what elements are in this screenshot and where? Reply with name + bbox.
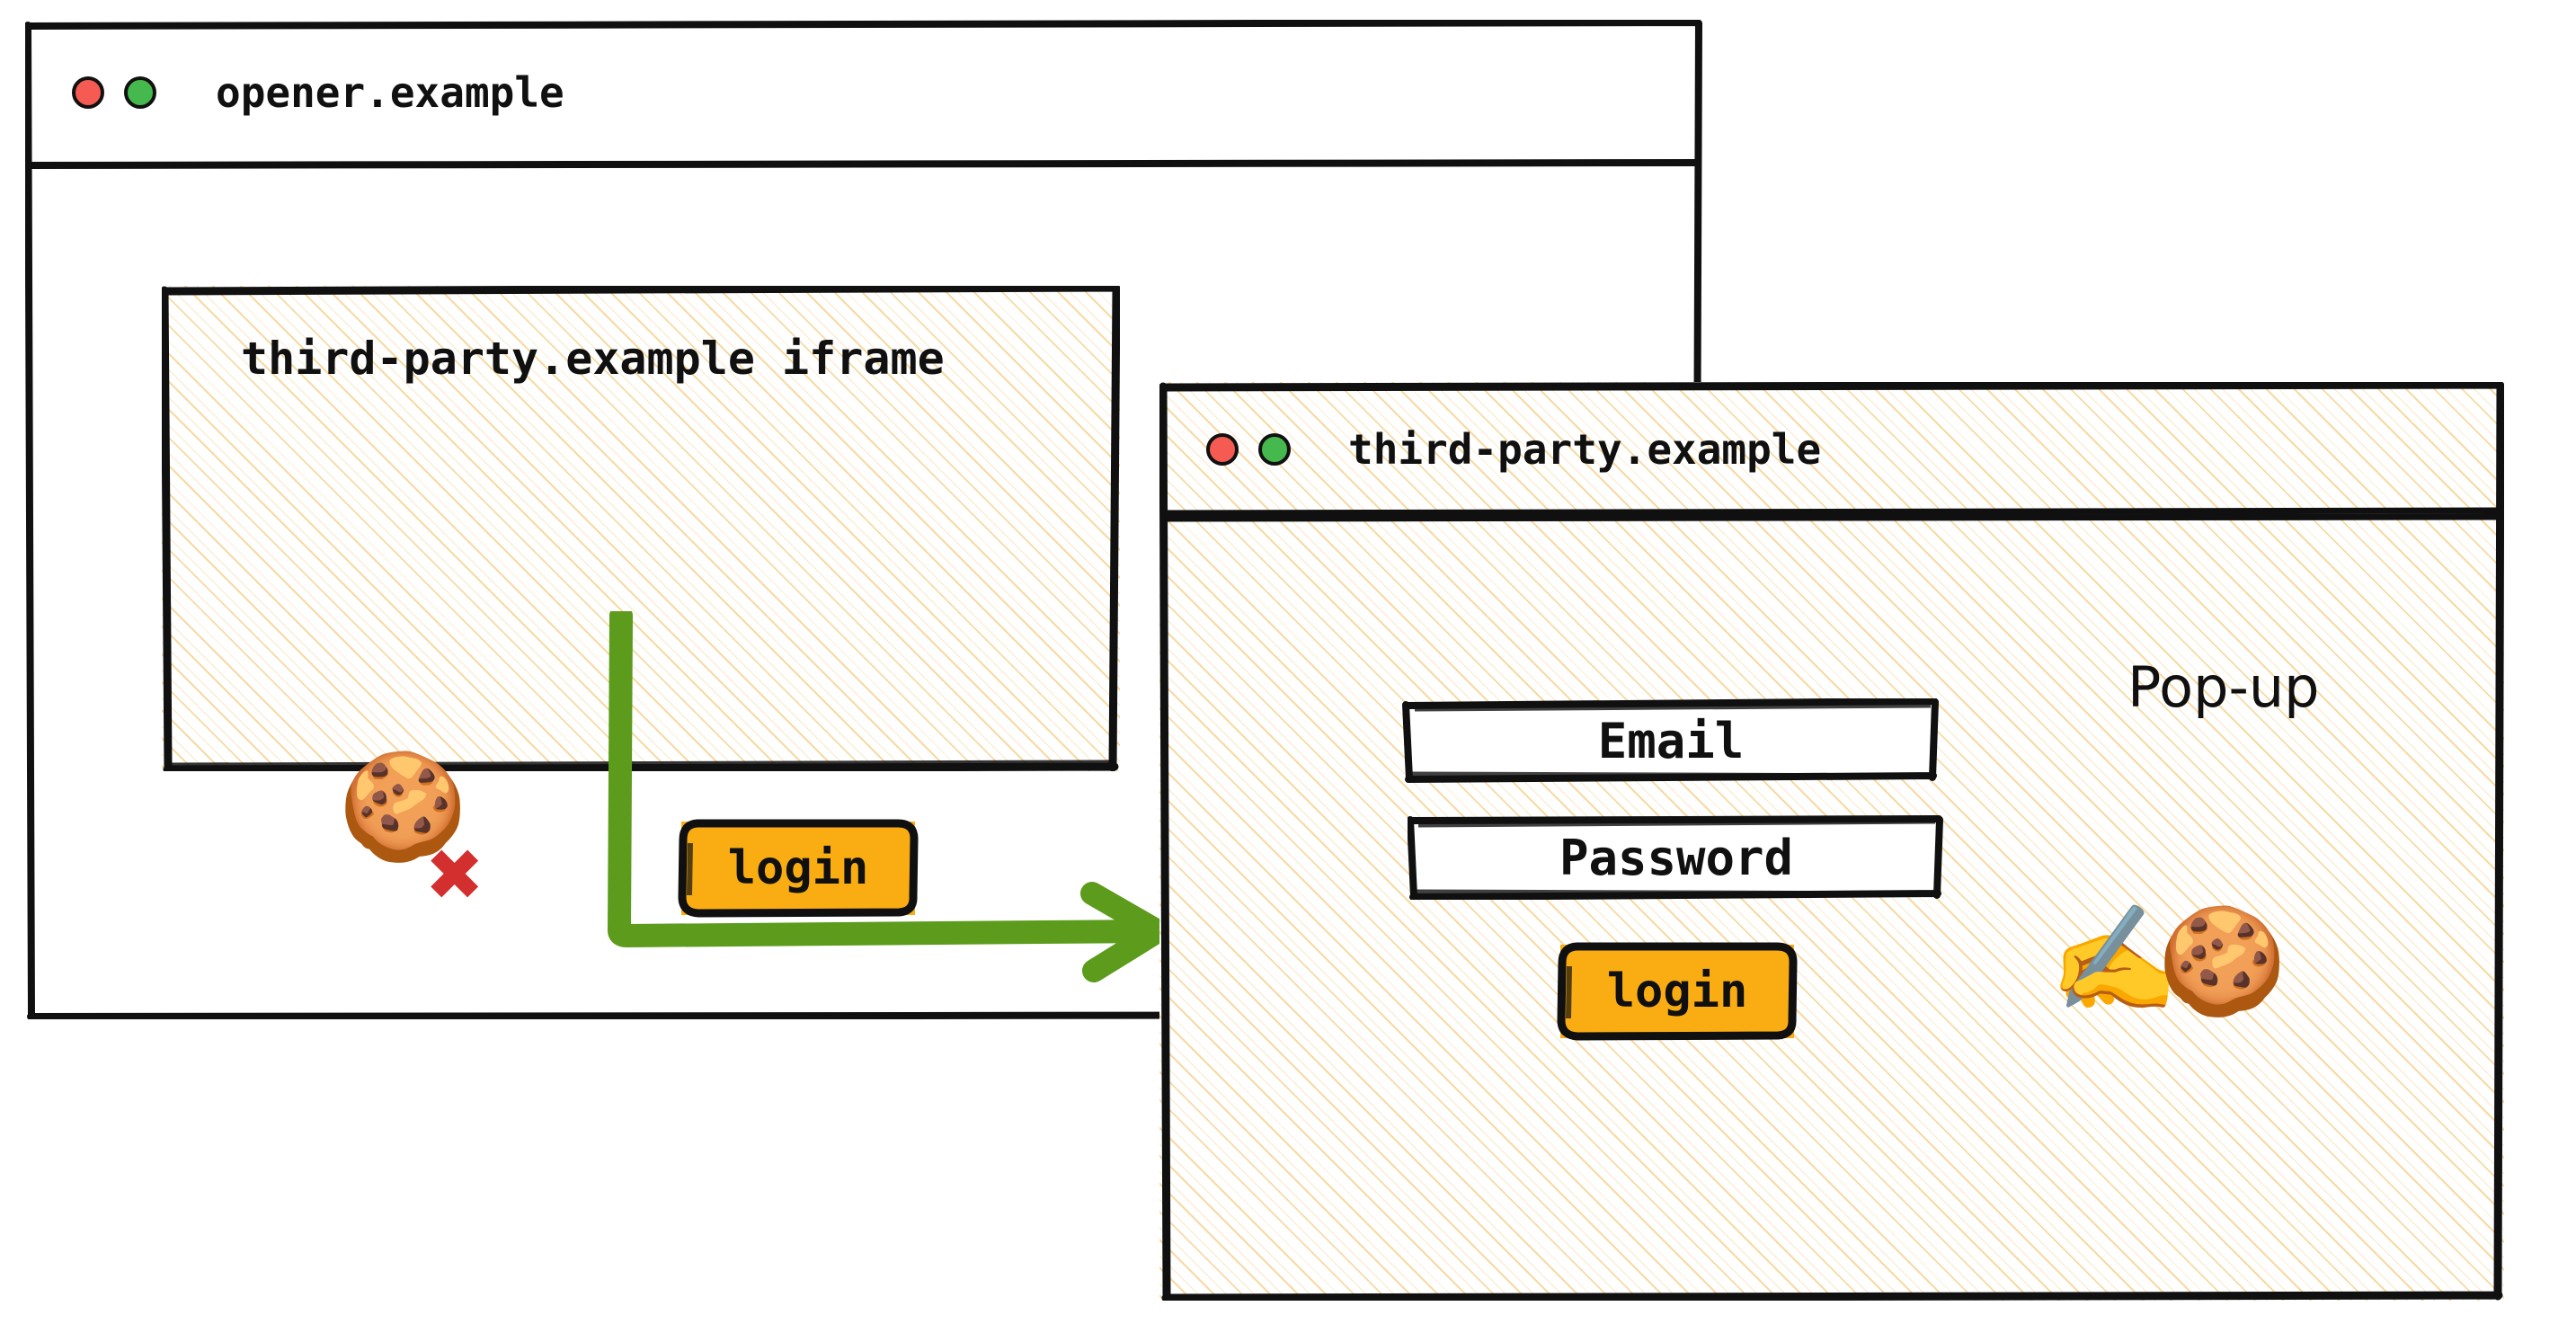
popup-titlebar: third-party.example: [1159, 382, 2504, 517]
password-field[interactable]: Password: [1408, 815, 1943, 900]
writing-hand-icon: ✍️: [2049, 899, 2180, 1020]
popup-window-controls: [1206, 433, 1291, 466]
maximize-dot-icon[interactable]: [1258, 433, 1291, 466]
maximize-dot-icon[interactable]: [124, 76, 156, 109]
email-field-label: Email: [1597, 712, 1745, 769]
third-party-iframe: third-party.example iframe 🍪 ✖ login: [162, 286, 1120, 920]
opener-window-controls: [72, 76, 156, 109]
cookie-icon: 🍪: [338, 746, 468, 867]
cookie-icon: 🍪: [2157, 901, 2287, 1022]
popup-login-button-label: login: [1606, 964, 1748, 1018]
iframe-login-button-label: login: [727, 841, 869, 895]
popup-annotation-label: Pop-up: [2127, 654, 2320, 720]
email-field[interactable]: Email: [1402, 698, 1939, 783]
iframe-title: third-party.example iframe: [241, 333, 945, 385]
popup-window-title: third-party.example: [1348, 425, 1822, 474]
close-dot-icon[interactable]: [72, 76, 104, 109]
opener-window-title: opener.example: [216, 68, 564, 117]
iframe-login-button[interactable]: login: [678, 819, 919, 918]
close-dot-icon[interactable]: [1206, 433, 1239, 466]
opener-titlebar: opener.example: [25, 20, 1702, 165]
popup-login-button[interactable]: login: [1557, 942, 1798, 1041]
password-field-label: Password: [1559, 829, 1794, 886]
cross-mark-icon: ✖: [428, 819, 484, 929]
